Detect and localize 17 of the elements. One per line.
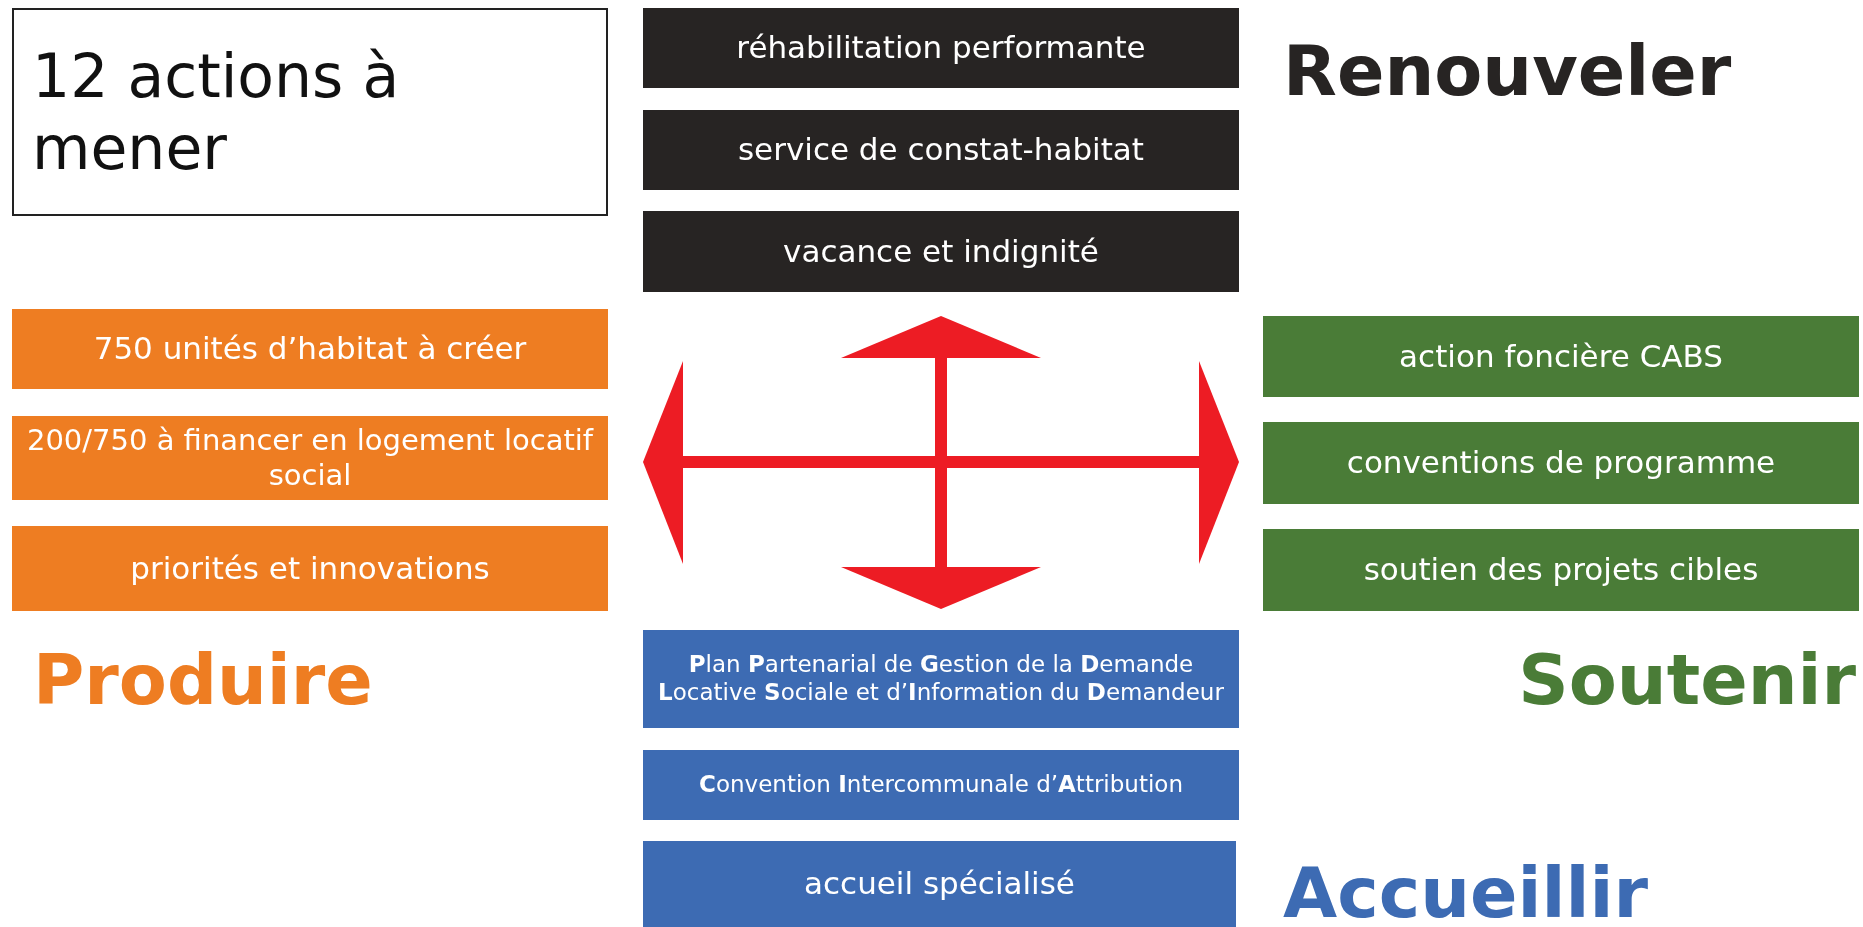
action-box: soutien des projets cibles	[1263, 529, 1859, 611]
action-box: Convention Intercommunale d’Attribution	[643, 750, 1239, 820]
title-box: 12 actions à mener	[12, 8, 608, 216]
category-heading: Accueillir	[1283, 858, 1648, 927]
action-box: service de constat-habitat	[643, 110, 1239, 190]
action-box: Plan Partenarial de Gestion de la Demande Locative Sociale et d’Information du Demandeur	[643, 630, 1239, 728]
category-heading: Renouveler	[1283, 36, 1732, 106]
action-box: 200/750 à financer en logement locatif social	[12, 416, 608, 500]
action-box: priorités et innovations	[12, 526, 608, 611]
action-box: réhabilitation performante	[643, 8, 1239, 88]
category-heading: Produire	[33, 645, 373, 715]
category-heading: Soutenir	[1518, 645, 1856, 715]
action-box: accueil spécialisé	[643, 841, 1236, 927]
action-box: conventions de programme	[1263, 422, 1859, 504]
action-box: action foncière CABS	[1263, 316, 1859, 397]
action-box: vacance et indignité	[643, 211, 1239, 292]
action-box: 750 unités d’habitat à créer	[12, 309, 608, 389]
